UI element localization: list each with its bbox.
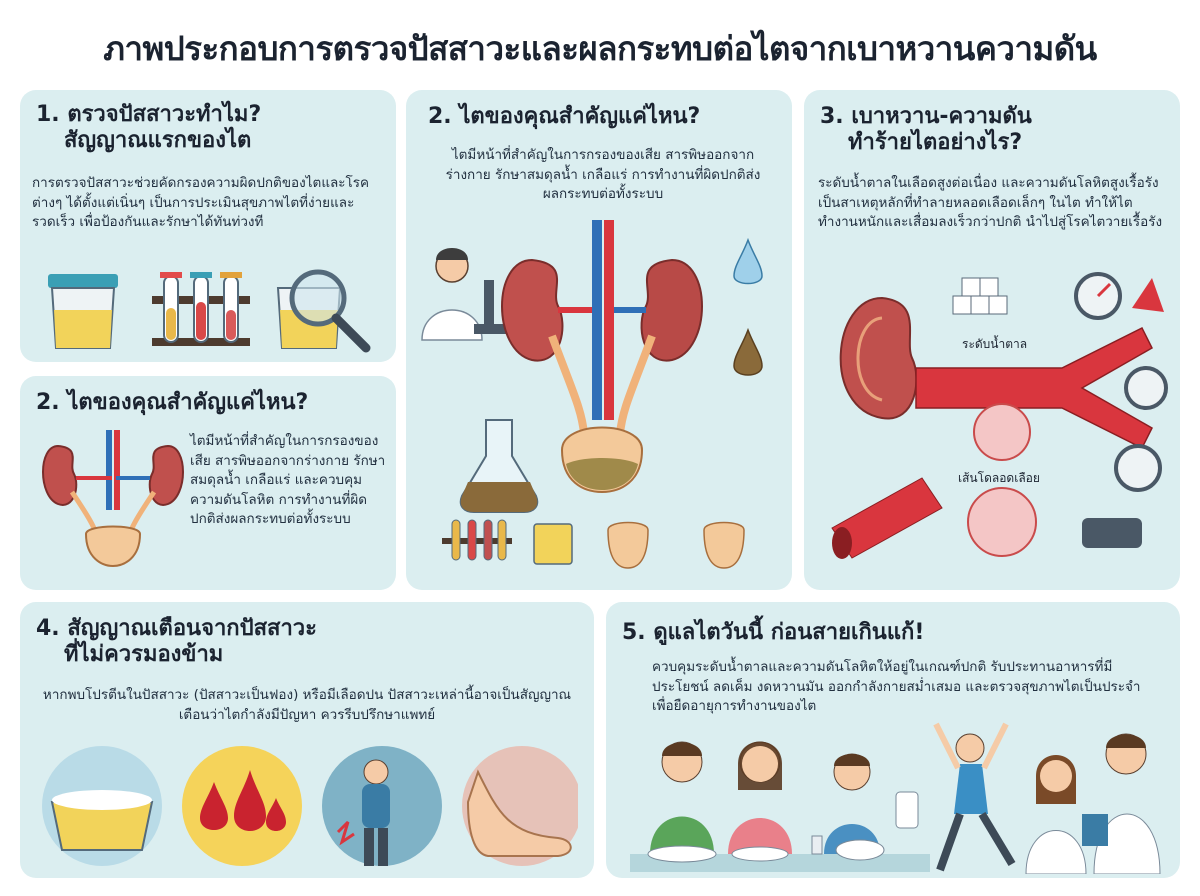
urine-test-illustration <box>48 269 371 353</box>
panel2b-title: 2. ไตของคุณสำคัญแค่ไหน? <box>428 104 701 129</box>
damaged-vessel-icon <box>831 403 1037 559</box>
water-drop-icon <box>733 237 763 285</box>
kidney-urinary-icon <box>42 430 184 568</box>
panel-urine-warning: 4. สัญญาณเตือนจากปัสสาวะ ที่ไม่ควรมองข้า… <box>20 602 594 878</box>
panel-kidney-importance-left: 2. ไตของคุณสำคัญแค่ไหน? ไตมีหน้าที่สำคัญ… <box>20 376 396 590</box>
flask-icon <box>459 419 539 513</box>
swollen-foot-icon <box>462 746 578 866</box>
kidney-function-illustration <box>421 220 763 569</box>
panel4-title: 4. สัญญาณเตือนจากปัสสาวะ ที่ไม่ควรมองข้า… <box>36 616 317 669</box>
panel-kidney-care: 5. ดูแลไตวันนี้ ก่อนสายเกินแก้! ควบคุมระ… <box>606 602 1180 878</box>
panel1-title-line1: 1. ตรวจปัสสาวะทำไม? <box>36 102 262 127</box>
sugar-cubes-icon <box>952 277 1008 315</box>
blood-drops-icon <box>182 746 302 866</box>
panel-kidney-importance-center: 2. ไตของคุณสำคัญแค่ไหน? ไตมีหน้าที่สำคัญ… <box>406 90 792 590</box>
panel-why-urine-test: 1. ตรวจปัสสาวะทำไม? สัญญาณแรกของไต การตร… <box>20 90 396 362</box>
urine-cup-icon <box>48 274 118 349</box>
waste-drop-icon <box>733 327 763 376</box>
kidney-crosssection-icon <box>839 296 918 420</box>
panel4-text: หากพบโปรตีนในปัสสาวะ (ปัสสาวะเป็นฟอง) หร… <box>42 687 572 723</box>
panel2b-text: ไตมีหน้าที่สำคัญในการกรองของเสีย สารพิษอ… <box>445 147 761 203</box>
panel1-text: การตรวจปัสสาวะช่วยคัดกรองความผิดปกติของไ… <box>32 175 370 231</box>
panel1-title-line2: สัญญาณแรกของไต <box>64 128 252 154</box>
panel3-title-line1: 3. เบาหวาน-ความดัน <box>820 104 1032 129</box>
test-tubes-icon <box>152 272 250 346</box>
warning-signs-illustration <box>42 746 578 866</box>
magnifier-cup-icon <box>276 269 371 353</box>
panel4-title-line2: ที่ไม่ควรมองข้าม <box>64 642 224 668</box>
panel-diabetes-pressure: 3. เบาหวาน-ความดัน ทำร้ายไตอย่างไร? ระดั… <box>804 90 1180 590</box>
panel4-title-line1: 4. สัญญาณเตือนจากปัสสาวะ <box>36 616 317 641</box>
boy-eating-icon <box>811 753 919 861</box>
foamy-urine-icon <box>42 746 162 866</box>
panel5-text: ควบคุมระดับน้ำตาลและความดันโลหิตให้อยู่ใ… <box>652 659 1141 715</box>
exercising-person-icon <box>933 722 1016 872</box>
page-title: ภาพประกอบการตรวจปัสสาวะและผลกระทบต่อไตจา… <box>103 29 1097 68</box>
scientist-microscope-icon <box>421 248 514 341</box>
woman-eating-icon <box>728 741 792 862</box>
pressure-gauge-icon <box>1074 272 1168 548</box>
panel3-title: 3. เบาหวาน-ความดัน ทำร้ายไตอย่างไร? <box>820 104 1032 157</box>
doctor-consultation-icon <box>1025 733 1161 874</box>
panel3-title-line2: ทำร้ายไตอย่างไร? <box>848 130 1023 156</box>
panel3-text: ระดับน้ำตาลในเลือดสูงต่อเนื่อง และความดั… <box>818 175 1163 231</box>
panel5-title: 5. ดูแลไตวันนี้ ก่อนสายเกินแก้! <box>622 620 925 645</box>
kidneys-bladder-icon <box>501 220 703 494</box>
back-pain-person-icon <box>322 746 442 866</box>
vessel-damage-label: เส้นโดลอดเลือย <box>958 471 1040 485</box>
panel2a-text: ไตมีหน้าที่สำคัญในการกรองของเสีย สารพิษอ… <box>190 433 386 528</box>
healthy-lifestyle-illustration <box>630 722 1161 874</box>
panel1-title: 1. ตรวจปัสสาวะทำไม? สัญญาณแรกของไต <box>36 102 261 155</box>
panel2a-title: 2. ไตของคุณสำคัญแค่ไหน? <box>36 390 309 415</box>
sugar-level-label: ระดับน้ำตาล <box>962 335 1027 351</box>
process-steps-icon <box>442 519 745 569</box>
man-eating-icon <box>647 741 717 863</box>
diabetes-damage-illustration: ระดับน้ำตาล เส้นโดลอดเลือย <box>831 272 1168 559</box>
